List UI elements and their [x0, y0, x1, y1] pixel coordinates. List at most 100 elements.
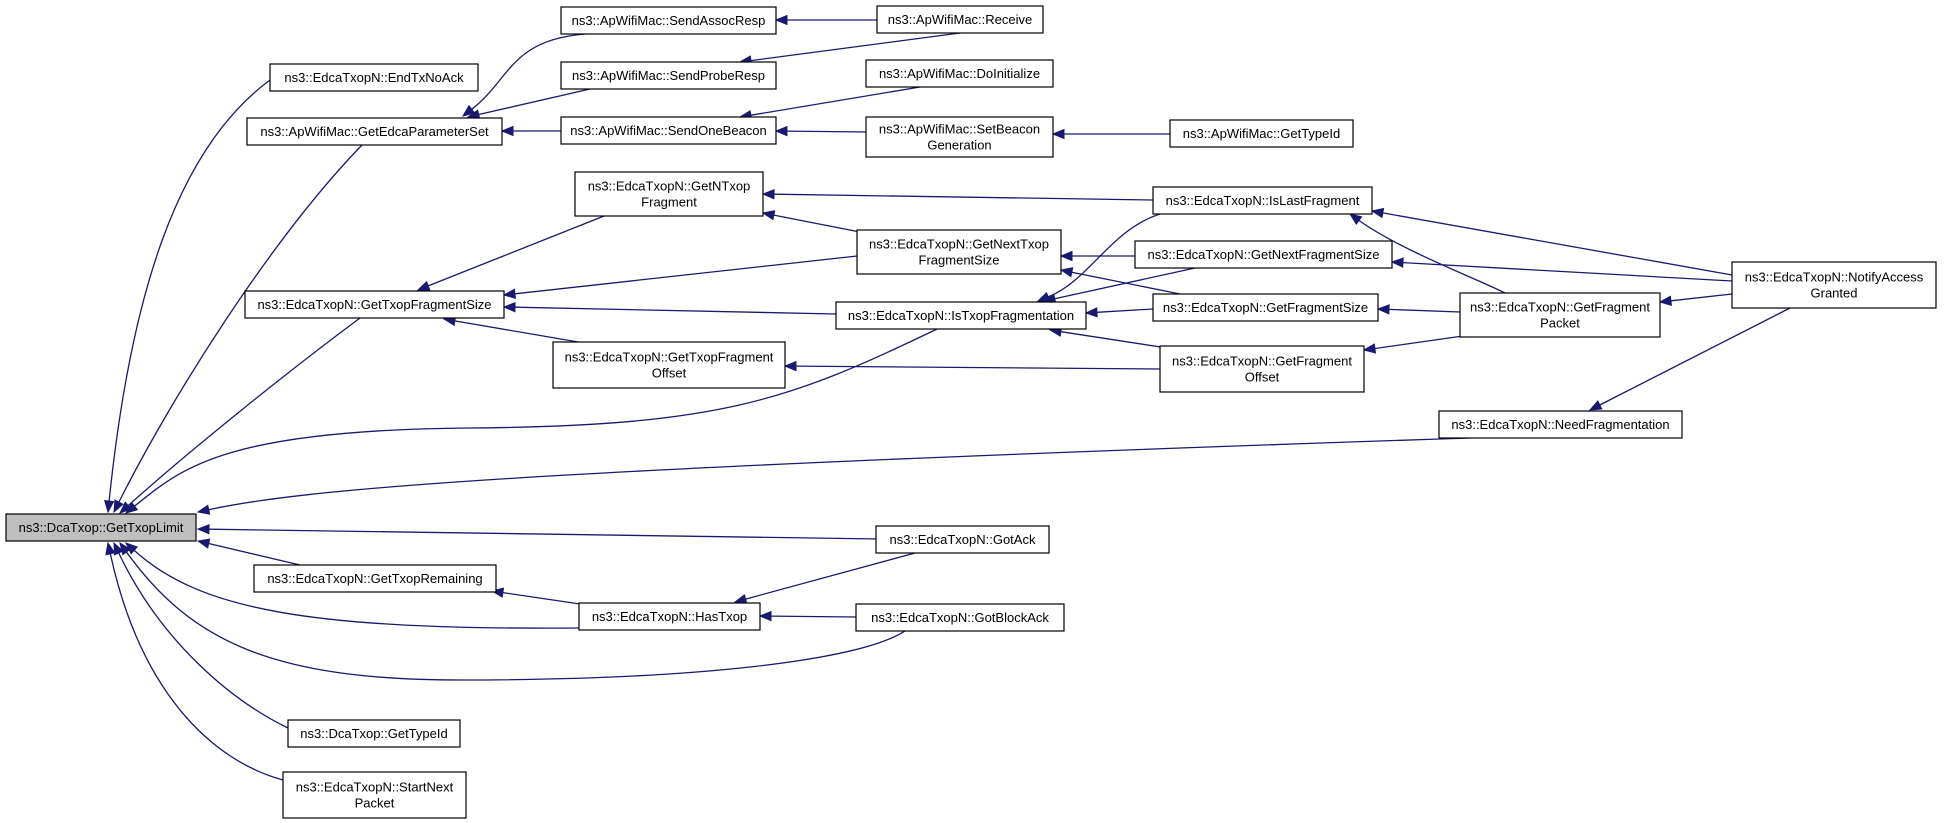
node-isTxopFrag[interactable]: ns3::EdcaTxopN::IsTxopFragmentation: [835, 301, 1087, 330]
node-label: ns3::ApWifiMac::SendProbeResp: [572, 68, 765, 83]
node-hasTxop[interactable]: ns3::EdcaTxopN::HasTxop: [578, 602, 761, 631]
arrowhead-icon: [774, 125, 788, 137]
node-box[interactable]: [1459, 292, 1661, 338]
edge-line: [134, 328, 938, 507]
node-box[interactable]: [865, 116, 1054, 158]
node-sendAssocResp[interactable]: ns3::ApWifiMac::SendAssocResp: [560, 6, 777, 35]
node-getTxopFragSize[interactable]: ns3::EdcaTxopN::GetTxopFragmentSize: [244, 290, 505, 319]
node-isLastFrag[interactable]: ns3::EdcaTxopN::IsLastFragment: [1152, 186, 1373, 215]
node-getNextFragSize[interactable]: ns3::EdcaTxopN::GetNextFragmentSize: [1134, 240, 1393, 269]
edge-line: [1374, 334, 1471, 350]
arrowhead-icon: [1362, 343, 1377, 354]
node-box[interactable]: [855, 603, 1065, 632]
edge-receive-to-sendAssocResp: [774, 14, 877, 26]
node-box[interactable]: [552, 341, 786, 389]
node-box[interactable]: [269, 63, 479, 92]
arrowhead-icon: [113, 541, 124, 556]
node-label: Offset: [652, 366, 687, 381]
edge-line: [770, 615, 857, 618]
node-sendProbeResp[interactable]: ns3::ApWifiMac::SendProbeResp: [560, 61, 777, 90]
node-label: ns3::EdcaTxopN::HasTxop: [592, 609, 747, 624]
edge-gotBlockAck-to-hasTxop: [758, 610, 857, 622]
edge-doInitialize-to-sendOneBeacon: [738, 86, 921, 121]
edge-getFragOffset-to-getTxopFragOffset: [783, 360, 1161, 372]
node-getFragSize[interactable]: ns3::EdcaTxopN::GetFragmentSize: [1152, 293, 1379, 322]
node-root[interactable]: ns3::DcaTxop::GetTxopLimit: [5, 513, 197, 542]
node-box[interactable]: [244, 290, 505, 319]
node-box[interactable]: [282, 771, 467, 819]
node-box[interactable]: [1134, 240, 1393, 269]
node-label: ns3::EdcaTxopN::GetFragment: [1470, 300, 1650, 315]
node-label: ns3::EdcaTxopN::GetNextTxop: [869, 237, 1049, 252]
node-box[interactable]: [865, 59, 1054, 88]
arrowhead-icon: [502, 301, 516, 313]
arrowhead-icon: [1348, 213, 1363, 225]
edge-getFragPacket-to-isLastFrag: [1348, 213, 1506, 294]
edge-line: [118, 552, 289, 729]
node-label: Granted: [1811, 286, 1858, 301]
node-box[interactable]: [578, 602, 761, 631]
node-apGetTypeId[interactable]: ns3::ApWifiMac::GetTypeId: [1169, 119, 1354, 148]
edge-line: [750, 86, 921, 116]
node-box[interactable]: [1159, 345, 1365, 393]
node-label: ns3::EdcaTxopN::GetTxopRemaining: [267, 571, 482, 586]
node-label: ns3::ApWifiMac::SetBeacon: [879, 122, 1040, 137]
edge-getFragPacket-to-getFragOffset: [1362, 334, 1471, 354]
node-label: ns3::DcaTxop::GetTypeId: [300, 726, 447, 741]
node-box[interactable]: [287, 719, 461, 748]
node-box[interactable]: [1169, 119, 1354, 148]
node-box[interactable]: [1731, 261, 1937, 309]
arrowhead-icon: [1051, 128, 1065, 140]
edge-notifyAccess-to-isLastFrag: [1370, 207, 1733, 276]
node-box[interactable]: [560, 61, 777, 90]
edge-line: [502, 591, 581, 605]
edge-line: [478, 88, 591, 116]
node-getTxopRemaining[interactable]: ns3::EdcaTxopN::GetTxopRemaining: [253, 564, 497, 593]
node-box[interactable]: [1152, 293, 1379, 322]
node-gotAck[interactable]: ns3::EdcaTxopN::GotAck: [875, 525, 1050, 554]
node-box[interactable]: [560, 116, 777, 145]
node-sendOneBeacon[interactable]: ns3::ApWifiMac::SendOneBeacon: [560, 116, 777, 145]
node-label: FragmentSize: [919, 253, 1000, 268]
node-endTxNoAck[interactable]: ns3::EdcaTxopN::EndTxNoAck: [269, 63, 479, 92]
edge-notifyAccess-to-needFrag: [1588, 307, 1791, 411]
node-box[interactable]: [875, 525, 1050, 554]
arrowhead-icon: [104, 500, 115, 514]
edge-line: [1599, 307, 1791, 406]
edge-line: [786, 130, 867, 133]
node-box[interactable]: [246, 117, 503, 146]
node-label: ns3::ApWifiMac::DoInitialize: [879, 66, 1040, 81]
edge-line: [1388, 308, 1461, 313]
node-doInitialize[interactable]: ns3::ApWifiMac::DoInitialize: [865, 59, 1054, 88]
node-label: ns3::ApWifiMac::Receive: [888, 12, 1033, 27]
node-box[interactable]: [835, 301, 1087, 330]
node-getEdcaParam[interactable]: ns3::ApWifiMac::GetEdcaParameterSet: [246, 117, 503, 146]
node-box[interactable]: [876, 5, 1044, 34]
node-dcaGetTypeId[interactable]: ns3::DcaTxop::GetTypeId: [287, 719, 461, 748]
node-box[interactable]: [574, 171, 764, 217]
edge-sendOneBeacon-to-getEdcaParam: [500, 125, 561, 137]
node-box[interactable]: [1438, 410, 1683, 439]
node-needFrag[interactable]: ns3::EdcaTxopN::NeedFragmentation: [1438, 410, 1683, 439]
edge-line: [795, 365, 1161, 370]
node-box[interactable]: [1152, 186, 1373, 215]
node-label: ns3::EdcaTxopN::GotAck: [890, 532, 1036, 547]
node-box[interactable]: [5, 513, 197, 542]
node-box[interactable]: [856, 229, 1062, 275]
edge-startNextPacket-to-root: [105, 541, 284, 781]
node-gotBlockAck[interactable]: ns3::EdcaTxopN::GotBlockAck: [855, 603, 1065, 632]
edge-line: [514, 306, 837, 315]
edge-sendProbeResp-to-getEdcaParam: [466, 88, 591, 120]
node-box[interactable]: [560, 6, 777, 35]
node-receive[interactable]: ns3::ApWifiMac::Receive: [876, 5, 1044, 34]
node-box[interactable]: [253, 564, 497, 593]
